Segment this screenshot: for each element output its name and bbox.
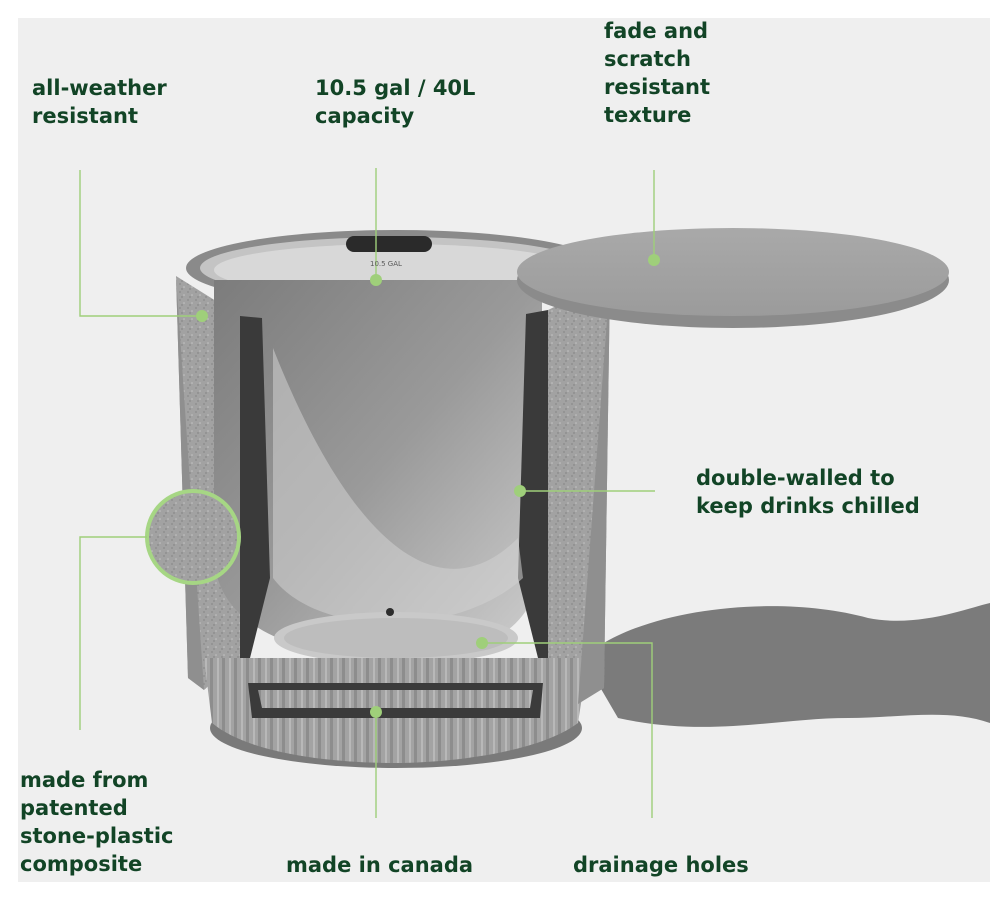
label-line: composite [20, 852, 143, 876]
cooler-illustration: 10.5 GAL [79, 168, 990, 818]
label-line: all-weather [32, 76, 167, 100]
label-line: made from [20, 768, 149, 792]
label-material: made from patented stone-plastic composi… [20, 766, 173, 878]
label-line: keep drinks chilled [696, 494, 920, 518]
lid-top [517, 228, 949, 316]
label-texture: fade and scratch resistant texture [604, 18, 710, 129]
label-drainage: drainage holes [573, 851, 749, 879]
label-line: scratch [604, 47, 691, 71]
label-line: drainage holes [573, 853, 749, 877]
label-origin: made in canada [286, 851, 473, 879]
label-line: 10.5 gal / 40L [315, 76, 476, 100]
label-all-weather: all-weather resistant [32, 74, 167, 130]
label-line: resistant [32, 104, 138, 128]
texture-inset [145, 489, 241, 585]
label-line: patented [20, 796, 128, 820]
product-canvas: 10.5 GAL all-weather resistant 10.5 gal … [18, 18, 990, 882]
label-line: resistant [604, 75, 710, 99]
label-line: capacity [315, 104, 415, 128]
label-line: double-walled to [696, 466, 895, 490]
label-line: texture [604, 103, 692, 127]
label-line: fade and [604, 19, 709, 43]
label-double-walled: double-walled to keep drinks chilled [696, 464, 920, 520]
inner-marking: 10.5 GAL [370, 260, 402, 268]
label-line: stone-plastic [20, 824, 174, 848]
callout-all-weather [79, 170, 202, 317]
callout-drainage [482, 642, 653, 818]
label-line: made in canada [286, 853, 474, 877]
drain-hole [386, 608, 394, 616]
callout-dots [196, 254, 660, 718]
callout-material [79, 536, 147, 730]
floor-shadow [583, 603, 990, 727]
callout-lines [79, 168, 655, 818]
handle-slot [346, 236, 432, 252]
label-capacity: 10.5 gal / 40L capacity [315, 74, 475, 130]
